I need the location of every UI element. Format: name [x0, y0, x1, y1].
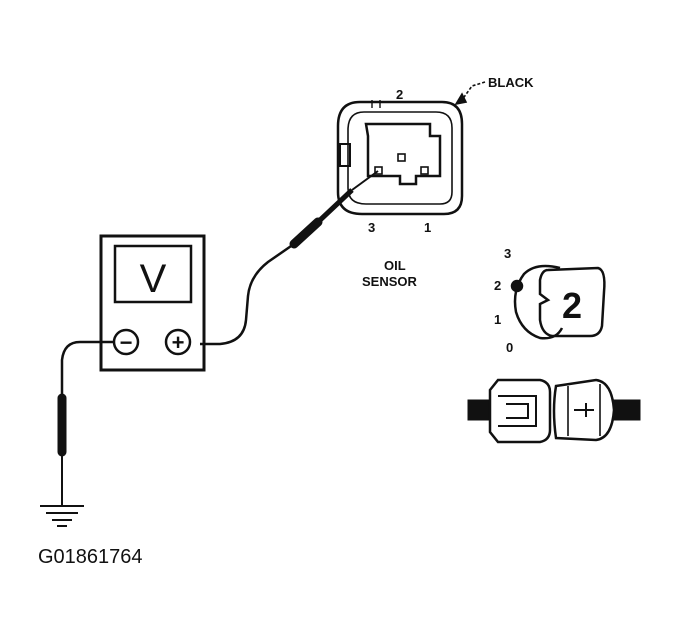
positive-terminal — [164, 328, 192, 356]
key-position-number: 2 — [562, 285, 582, 326]
plus-sign: + — [172, 330, 185, 355]
negative-lead — [57, 340, 114, 506]
connector-color-callout — [454, 81, 486, 106]
pin-3-label: 3 — [368, 220, 375, 235]
minus-sign: − — [120, 330, 133, 355]
key-pos-0: 0 — [506, 340, 513, 355]
sensor-label-line2: SENSOR — [362, 274, 418, 289]
ground-icon — [40, 505, 84, 527]
connector-color-label: BLACK — [488, 75, 534, 90]
key-pos-2: 2 — [494, 278, 501, 293]
figure-id: G01861764 — [38, 546, 143, 568]
key-pos-1: 1 — [494, 312, 501, 327]
key-pos-3: 3 — [504, 246, 511, 261]
positive-probe — [200, 170, 379, 346]
pin-2-label: 2 — [396, 87, 403, 102]
oil-sensor-connector — [336, 100, 464, 216]
ignition-key-icon — [510, 264, 606, 340]
voltmeter — [99, 234, 206, 372]
pin-1-label: 1 — [424, 220, 431, 235]
voltmeter-symbol: V — [140, 257, 167, 301]
connector-pair-icon — [467, 378, 641, 444]
sensor-label-line1: OIL — [384, 258, 406, 273]
